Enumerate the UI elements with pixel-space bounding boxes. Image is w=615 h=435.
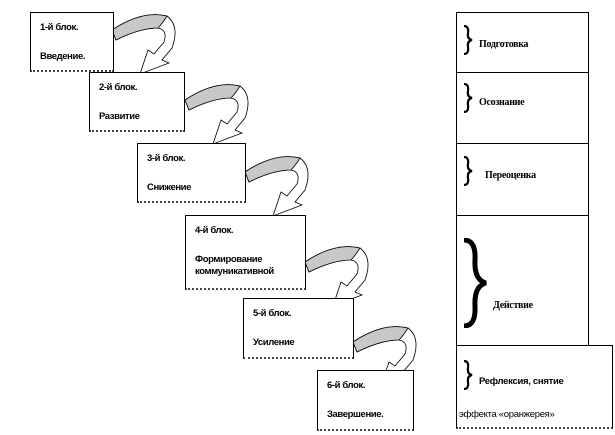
stage-reflection: Рефлексия, снятие эффекта «оранжерея» xyxy=(456,345,613,429)
block-2: 2-й блок. Развитие xyxy=(89,72,185,132)
stage-label: Действие xyxy=(493,300,533,311)
block-3: 3-й блок. Снижение xyxy=(137,143,246,203)
block-desc: Усиление xyxy=(253,337,295,348)
block-title: 6-й блок. xyxy=(327,380,366,391)
brace-icon xyxy=(463,156,473,186)
block-title: 5-й блок. xyxy=(253,308,292,319)
block-title: 1-й блок. xyxy=(40,22,79,33)
block-5: 5-й блок. Усиление xyxy=(243,298,354,359)
block-1: 1-й блок. Введение. xyxy=(30,12,114,72)
block-title: 2-й блок. xyxy=(99,82,138,93)
stage-label: Переоценка xyxy=(485,170,536,181)
brace-icon xyxy=(462,238,488,328)
stage-awareness: Осознание xyxy=(456,72,589,144)
block-desc: Развитие xyxy=(99,111,140,122)
stage-label-2: эффекта «оранжерея» xyxy=(459,409,555,420)
stage-label: Подготовка xyxy=(479,39,529,50)
brace-icon xyxy=(463,360,473,390)
block-desc: Введение. xyxy=(40,51,86,62)
block-desc: Формирование коммуникативной xyxy=(195,254,274,277)
stage-reevaluation: Переоценка xyxy=(456,143,589,216)
stage-preparation: Подготовка xyxy=(456,12,589,73)
arrow-band-1 xyxy=(111,14,168,41)
block-title: 3-й блок. xyxy=(147,153,186,164)
block-4: 4-й блок. Формирование коммуникативной xyxy=(185,215,306,290)
arrow-band-2 xyxy=(184,84,241,111)
arrow-band-3 xyxy=(244,156,301,183)
stage-label: Осознание xyxy=(479,97,525,108)
arrow-band-4 xyxy=(304,246,361,273)
brace-icon xyxy=(463,83,473,113)
block-6: 6-й блок. Завершение. xyxy=(317,370,414,431)
brace-icon xyxy=(463,25,473,55)
block-title: 4-й блок. xyxy=(195,225,234,236)
block-desc: Снижение xyxy=(147,182,191,193)
stage-action: Действие xyxy=(456,215,589,346)
block-desc: Завершение. xyxy=(327,409,384,420)
arrow-band-5 xyxy=(352,326,409,353)
stage-label: Рефлексия, снятие xyxy=(479,376,564,387)
